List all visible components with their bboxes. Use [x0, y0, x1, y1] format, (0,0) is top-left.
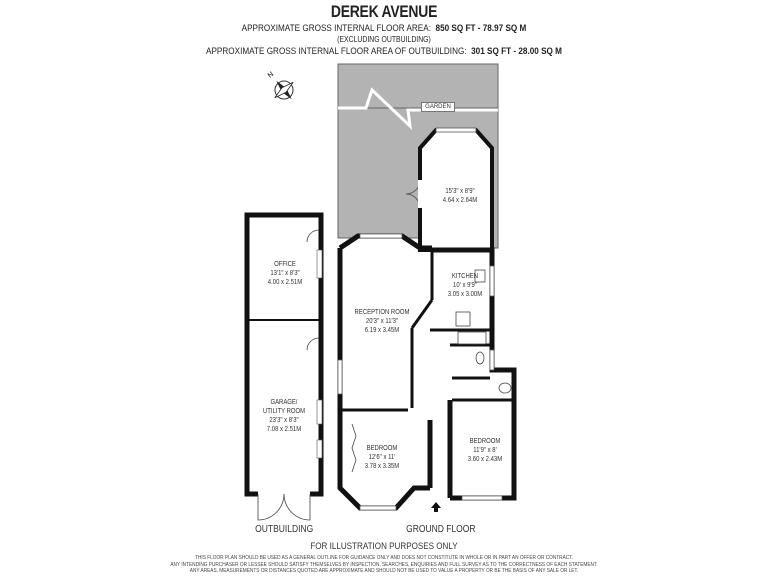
bedroom2-label: BEDROOM 11'9" x 8' 3.60 x 2.43M [462, 437, 508, 464]
garage-metric: 7.08 x 2.51M [266, 426, 302, 433]
garage-name: GARAGE/ [270, 399, 298, 406]
kitchen-name: KITCHEN [451, 273, 479, 280]
gross-area-line: APPROXIMATE GROSS INTERNAL FLOOR AREA: 8… [54, 23, 714, 34]
svg-text:N: N [267, 71, 275, 80]
bedroom2-metric: 3.60 x 2.43M [467, 456, 503, 463]
gross-area-label: APPROXIMATE GROSS INTERNAL FLOOR AREA: [241, 23, 431, 34]
basin-icon [475, 351, 485, 365]
garden-label: GARDEN [421, 102, 455, 112]
fixtures [455, 269, 512, 394]
bedroom1-metric: 3.78 x 3.35M [364, 463, 400, 470]
reception-room-label: RECEPTION ROOM 20'3" x 11'3" 6.19 x 3.45… [352, 308, 412, 335]
kitchen-imperial: 10' x 9'9" [453, 282, 477, 289]
windows [337, 233, 503, 511]
disclaimer-line-2: ANY INTENDING PURCHASER OR LESSEE SHOULD… [170, 561, 598, 568]
ground-floor-caption: GROUND FLOOR [406, 524, 476, 535]
outbuilding-structure [244, 212, 324, 521]
illustration-note: FOR ILLUSTRATION PURPOSES ONLY [310, 541, 458, 552]
office-metric: 4.00 x 2.51M [267, 279, 303, 286]
bedroom2-imperial: 11'9" x 8' [473, 447, 497, 454]
reception-name: RECEPTION ROOM [354, 309, 410, 316]
outbuilding-area-line: APPROXIMATE GROSS INTERNAL FLOOR AREA OF… [54, 46, 714, 57]
wardrobe-doors [351, 423, 357, 473]
sink-icon [474, 269, 486, 283]
garage-name2: UTILITY ROOM [262, 408, 306, 415]
office-name: OFFICE [274, 261, 296, 268]
plan-title: DEREK AVENUE [330, 2, 438, 21]
outbuilding-area-value: 301 SQ FT - 28.00 SQ M [471, 46, 562, 57]
compass-rose-icon: N [267, 71, 294, 100]
kitchen-label: KITCHEN 10' x 9'9" 3.05 x 3.00M [444, 272, 487, 299]
reception-metric: 6.19 x 3.45M [364, 327, 400, 334]
bedroom2-name: BEDROOM [469, 438, 501, 445]
conservatory-imperial: 15'3" x 8'9" [445, 188, 475, 195]
outbuilding-area-label: APPROXIMATE GROSS INTERNAL FLOOR AREA OF… [206, 46, 467, 57]
interior-walls [342, 250, 512, 412]
hob-icon [455, 311, 471, 327]
garage-imperial: 23'3" x 8'3" [269, 417, 299, 424]
office-imperial: 13'1" x 8'3" [270, 270, 300, 277]
bedroom1-label: BEDROOM 12'6" x 11' 3.78 x 3.35M [357, 444, 408, 471]
outbuilding-caption: OUTBUILDING [255, 524, 314, 535]
disclaimer-line-1: THIS FLOOR PLAN SHOULD BE USED AS A GENE… [195, 555, 573, 561]
office-label: OFFICE 13'1" x 8'3" 4.00 x 2.51M [260, 260, 311, 287]
conservatory-dimensions: 15'3" x 8'9" 4.64 x 2.64M [435, 187, 486, 205]
conservatory-metric: 4.64 x 2.64M [442, 197, 478, 204]
bedroom1-imperial: 12'6" x 11' [368, 454, 396, 461]
toilet-icon [498, 382, 512, 394]
garage-label: GARAGE/ UTILITY ROOM 23'3" x 8'3" 7.08 x… [257, 398, 311, 434]
bedroom1-name: BEDROOM [366, 445, 398, 452]
disclaimer-line-3: ANY AREAS, MEASUREMENTS OR DISTANCES QUO… [189, 568, 579, 574]
excluding-note: (EXCLUDING OUTBUILDING) [337, 35, 431, 44]
reception-imperial: 20'3" x 11'3" [365, 318, 399, 325]
gross-area-value: 850 SQ FT - 78.97 SQ M [435, 23, 527, 34]
bath-icon [457, 331, 487, 345]
entrance-arrow-icon [431, 502, 441, 512]
kitchen-metric: 3.05 x 3.00M [447, 291, 483, 298]
